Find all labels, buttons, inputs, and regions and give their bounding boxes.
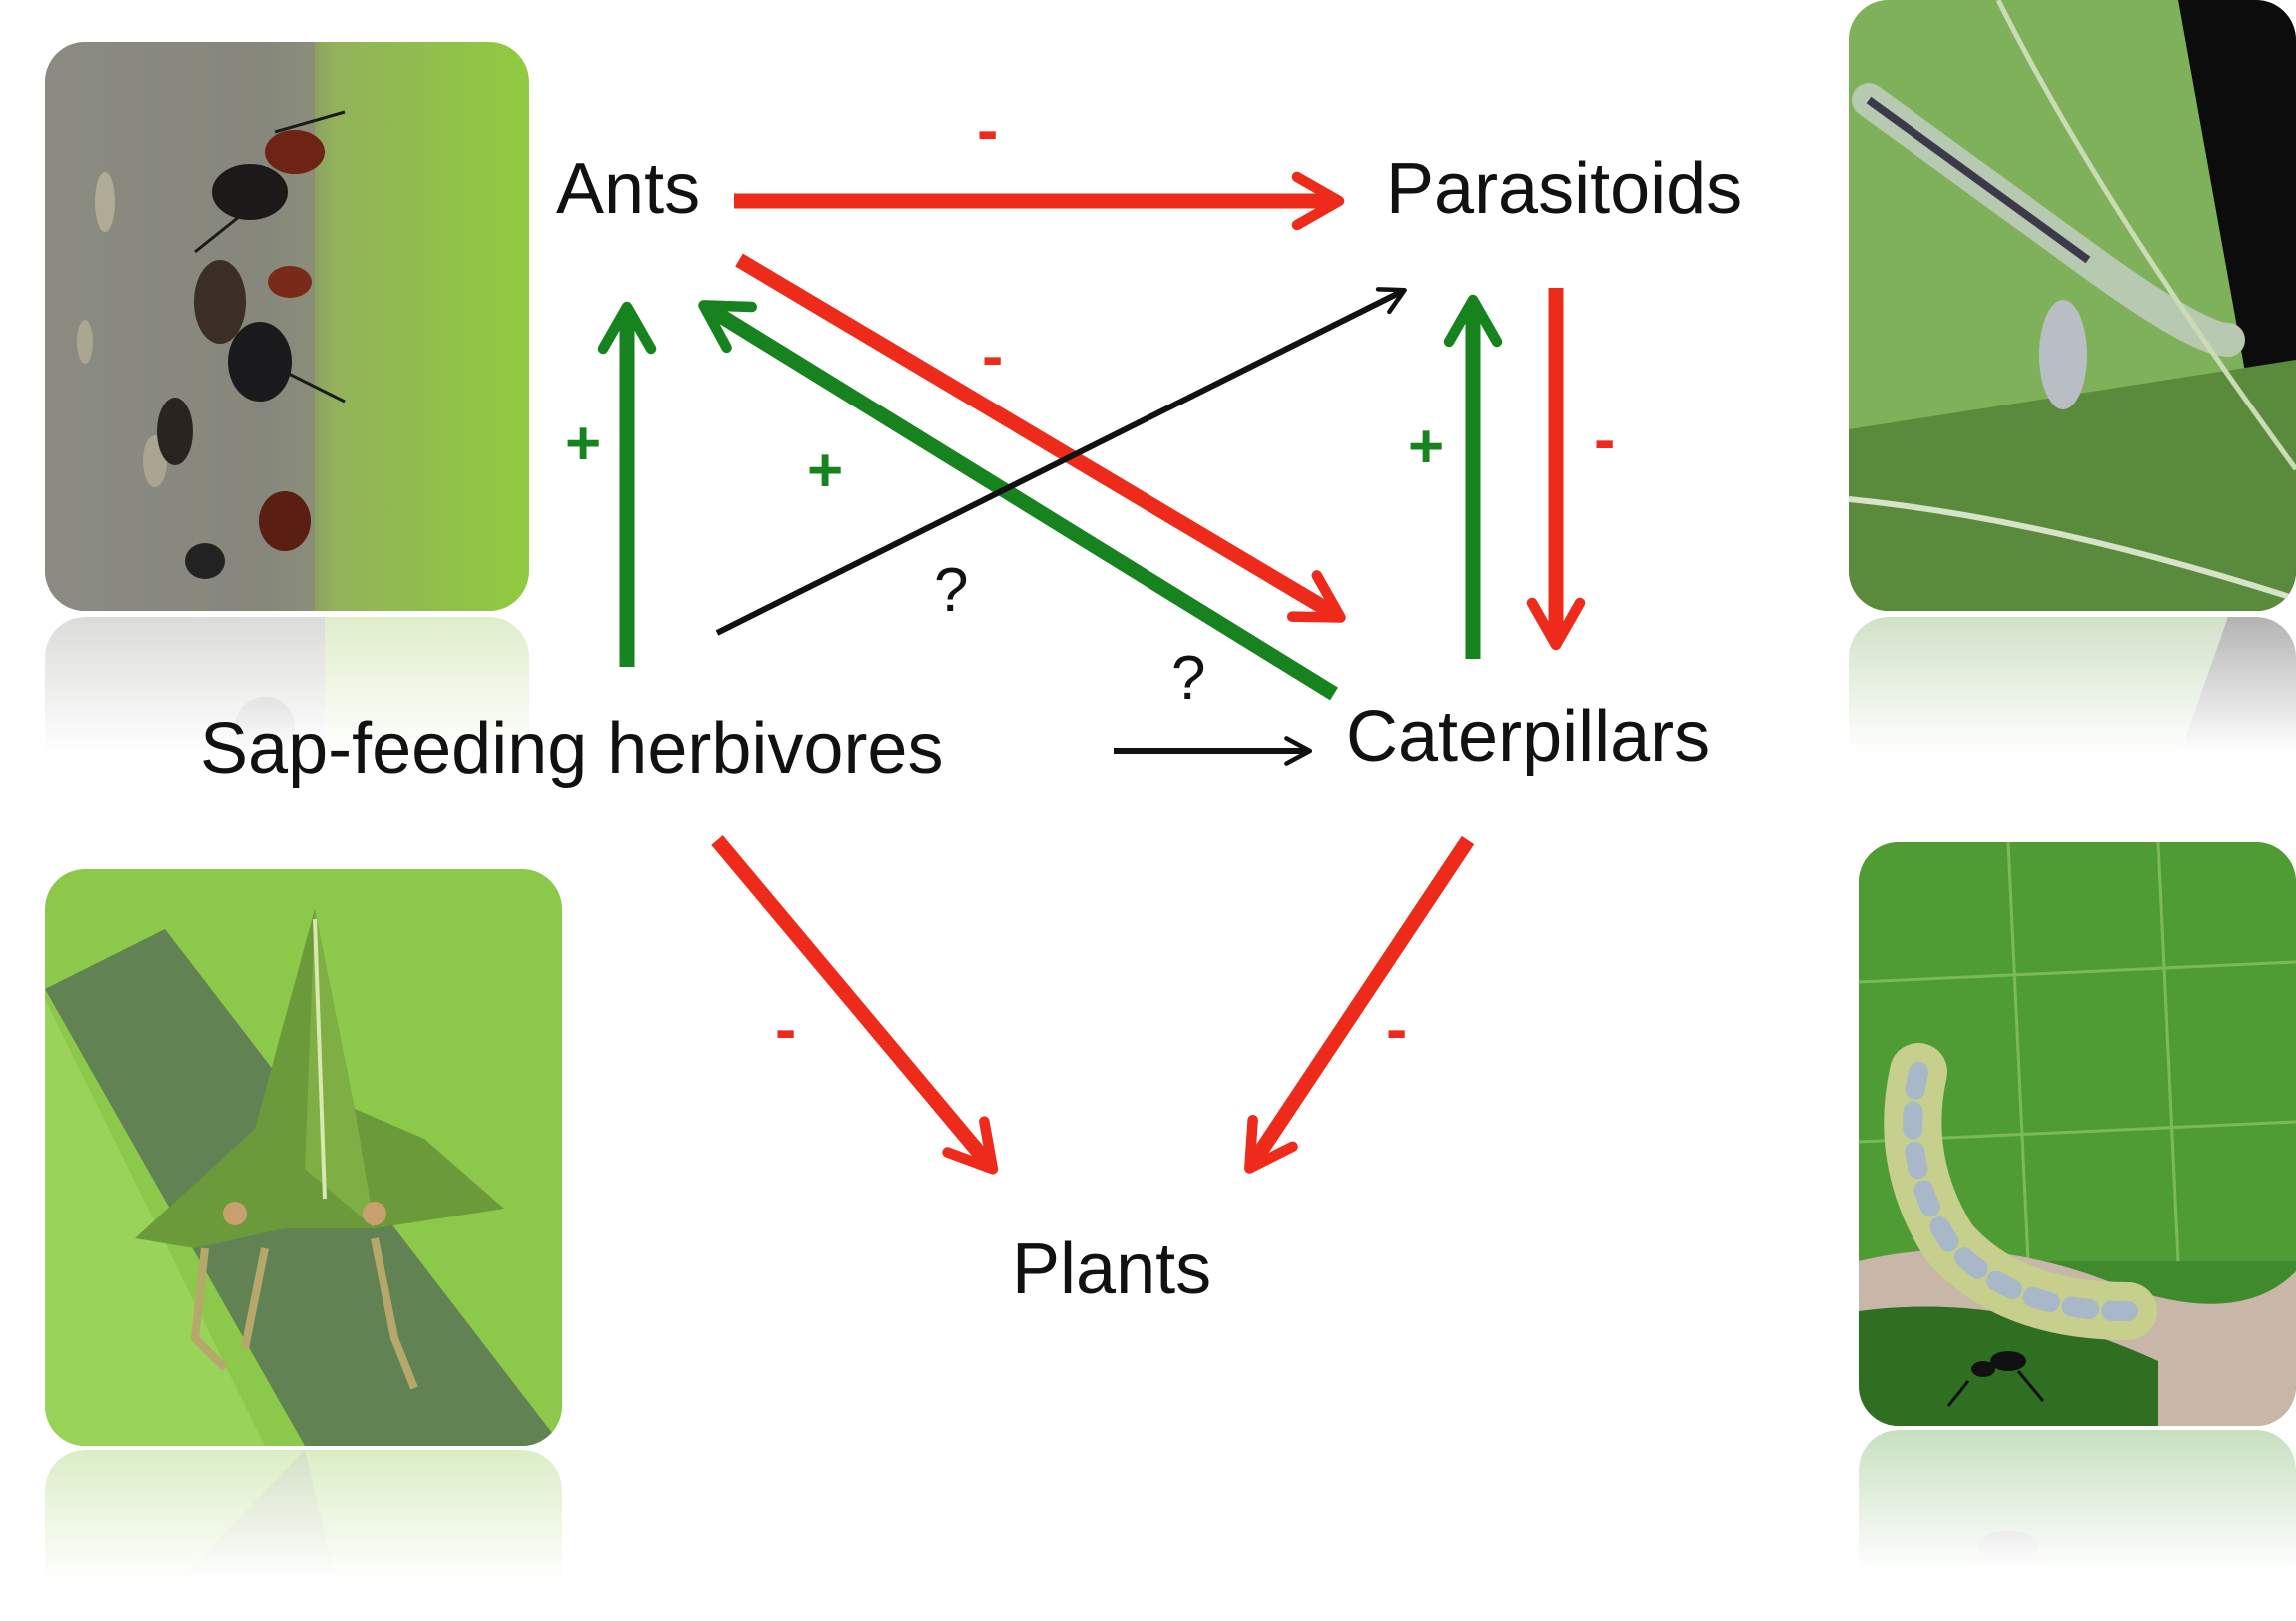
- sap-feeders-plants-sign: -: [775, 993, 796, 1065]
- caterpillars-to-ants-arrow: [706, 307, 1334, 694]
- parasitoids-label: Parasitoids: [1386, 149, 1742, 229]
- ants-label: Ants: [556, 149, 700, 229]
- caterpillars-ants-sign: +: [807, 436, 843, 505]
- plants-label: Plants: [1012, 1229, 1211, 1309]
- sap-feeders-caterpillars-question: ?: [1171, 644, 1205, 713]
- caterpillars-to-plants-arrow: [1251, 840, 1468, 1166]
- sap-feeding-herbivores-label: Sap-feeding herbivores: [200, 709, 943, 789]
- ants-parasitoids-sign: -: [977, 94, 998, 166]
- caterpillars-parasitoids-sign: +: [1408, 412, 1444, 481]
- sap-feeders-to-plants-arrow: [717, 840, 991, 1167]
- sap-feeders-ants-sign: +: [565, 409, 601, 478]
- caterpillars-plants-sign: -: [1386, 993, 1407, 1065]
- parasitoids-caterpillars-sign: -: [1594, 404, 1615, 475]
- caterpillars-label: Caterpillars: [1346, 697, 1710, 777]
- sap-feeders-parasitoids-question: ?: [934, 556, 968, 625]
- ants-caterpillars-sign: -: [982, 320, 1003, 392]
